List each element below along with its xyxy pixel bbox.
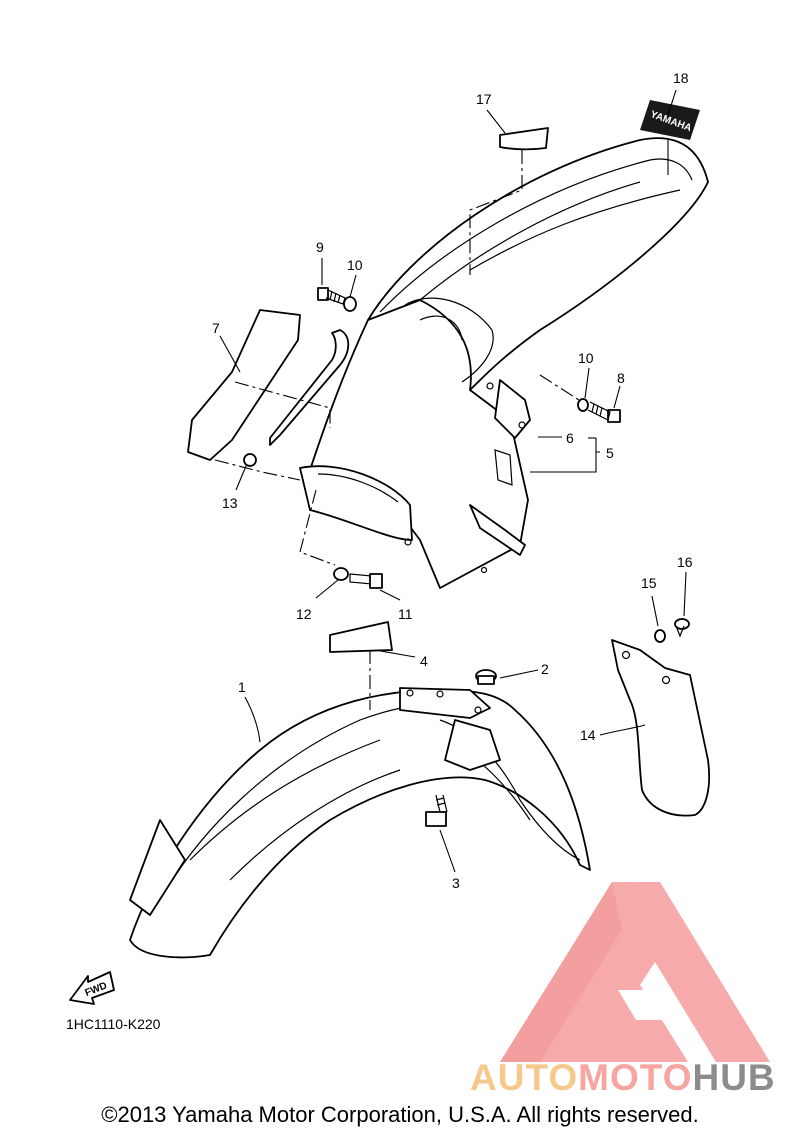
callout-18: 18 xyxy=(673,70,689,86)
washer-part-12 xyxy=(333,567,349,581)
callout-5: 5 xyxy=(606,445,614,461)
leader-lines xyxy=(214,89,687,873)
number-plate-part-14 xyxy=(611,639,710,817)
callout-11: 11 xyxy=(398,606,413,622)
callout-3: 3 xyxy=(452,875,460,891)
callout-1: 1 xyxy=(238,679,246,695)
callout-10-upper: 10 xyxy=(347,257,363,273)
washer-part-15 xyxy=(654,629,666,643)
callout-8: 8 xyxy=(617,370,625,386)
callout-7: 7 xyxy=(212,320,220,336)
callout-12: 12 xyxy=(296,606,312,622)
copyright-notice: ©2013 Yamaha Motor Corporation, U.S.A. A… xyxy=(101,1102,699,1127)
callout-13: 13 xyxy=(222,495,238,511)
fwd-arrow-icon: FWD xyxy=(69,971,115,1005)
bolt-part-9 xyxy=(317,287,346,305)
bolt-part-8 xyxy=(587,401,621,423)
callout-16: 16 xyxy=(677,554,693,570)
watermark-text: AUTOMOTOHUB xyxy=(470,1057,776,1098)
callout-10-right: 10 xyxy=(578,350,594,366)
bolt-part-11 xyxy=(349,573,383,589)
callout-2: 2 xyxy=(541,661,549,677)
callout-14: 14 xyxy=(580,727,596,743)
screw-part-16 xyxy=(674,618,690,638)
callout-4: 4 xyxy=(420,653,428,669)
washer-part-10-upper xyxy=(343,296,357,312)
callout-labels: 1 2 3 4 5 6 7 8 9 10 10 11 12 13 14 15 1… xyxy=(212,70,693,891)
bolt-part-3 xyxy=(425,794,448,827)
callout-9: 9 xyxy=(316,239,324,255)
callout-6: 6 xyxy=(566,430,574,446)
rear-fender-assembly xyxy=(299,137,709,589)
washer-part-10-right xyxy=(577,398,589,412)
callout-15: 15 xyxy=(641,575,657,591)
yamaha-decal-part-18: YAMAHA xyxy=(640,100,700,140)
decal-part-4 xyxy=(329,621,393,653)
decal-part-17 xyxy=(499,127,549,151)
front-fender-part-1 xyxy=(129,687,591,959)
watermark-logo xyxy=(500,882,770,1062)
nut-part-2 xyxy=(475,669,497,685)
drawing-code: 1HC1110-K220 xyxy=(66,1016,161,1032)
callout-17: 17 xyxy=(476,91,492,107)
washer-part-13 xyxy=(243,453,257,467)
